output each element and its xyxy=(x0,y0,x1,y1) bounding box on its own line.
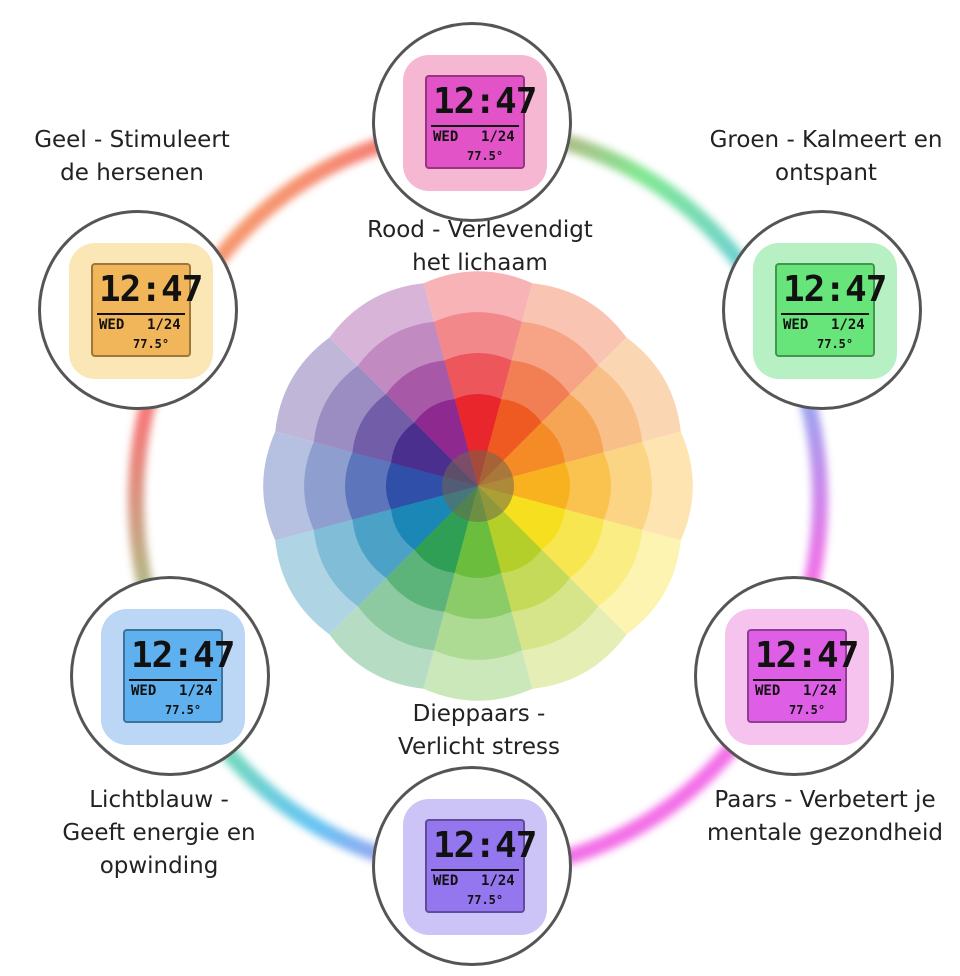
clock-divider xyxy=(431,125,519,127)
clock-day: WED xyxy=(433,873,459,889)
caption-paars: Paars - Verbetert je mentale gezondheid xyxy=(694,784,956,850)
clock-divider xyxy=(129,679,217,681)
clock-time: 12:47 xyxy=(131,635,235,676)
wheel-segment xyxy=(454,486,502,579)
clock-time: 12:47 xyxy=(783,269,887,310)
clock-divider xyxy=(431,869,519,871)
caption-geel-line2: de hersenen xyxy=(60,160,204,186)
clock-temp: 77.5° xyxy=(817,337,854,351)
caption-groen-line1: Groen - Kalmeert en xyxy=(709,127,943,153)
caption-paars-line1: Paars - Verbetert je xyxy=(714,787,936,813)
clock-day: WED xyxy=(131,683,157,699)
clock-divider xyxy=(781,313,869,315)
clock-temp: 77.5° xyxy=(467,893,504,907)
clock-divider xyxy=(753,679,841,681)
caption-dieppaars: Dieppaars - Verlicht stress xyxy=(372,698,586,764)
clock-day: WED xyxy=(783,317,809,333)
clock-date: 1/24 xyxy=(831,317,865,333)
clock-divider xyxy=(97,313,185,315)
clock-time: 12:47 xyxy=(433,825,537,866)
clock-date: 1/24 xyxy=(481,129,515,145)
caption-dieppaars-line1: Dieppaars - xyxy=(412,701,546,727)
clock-temp: 77.5° xyxy=(467,149,504,163)
clock-date: 1/24 xyxy=(481,873,515,889)
caption-paars-line2: mentale gezondheid xyxy=(707,820,943,846)
caption-lichtblauw-line1: Lichtblauw - xyxy=(89,787,229,813)
clock-day: WED xyxy=(99,317,125,333)
wheel-segment xyxy=(478,462,571,510)
caption-geel-line1: Geel - Stimuleert xyxy=(34,127,230,153)
clock-temp: 77.5° xyxy=(165,703,202,717)
wheel-hub xyxy=(442,450,514,522)
caption-dieppaars-line2: Verlicht stress xyxy=(398,734,560,760)
caption-lichtblauw-line3: opwinding xyxy=(99,853,219,879)
clock-time: 12:47 xyxy=(433,81,537,122)
wheel-segment xyxy=(385,462,478,510)
color-wheel xyxy=(263,271,693,701)
caption-groen: Groen - Kalmeert en ontspant xyxy=(698,124,954,190)
clock-date: 1/24 xyxy=(803,683,837,699)
clock-date: 1/24 xyxy=(147,317,181,333)
caption-geel: Geel - Stimuleert de hersenen xyxy=(18,124,246,190)
clock-day: WED xyxy=(433,129,459,145)
caption-lichtblauw-line2: Geeft energie en xyxy=(62,820,256,846)
clock-time: 12:47 xyxy=(755,635,859,676)
clock-time: 12:47 xyxy=(99,269,203,310)
clock-temp: 77.5° xyxy=(789,703,826,717)
caption-rood: Rood - Verlevendigt het lichaam xyxy=(354,214,606,280)
clock-date: 1/24 xyxy=(179,683,213,699)
caption-lichtblauw: Lichtblauw - Geeft energie en opwinding xyxy=(50,784,268,883)
caption-groen-line2: ontspant xyxy=(775,160,877,186)
clock-temp: 77.5° xyxy=(133,337,170,351)
caption-rood-line2: het lichaam xyxy=(412,250,548,276)
wheel-segment xyxy=(454,393,502,486)
clock-day: WED xyxy=(755,683,781,699)
